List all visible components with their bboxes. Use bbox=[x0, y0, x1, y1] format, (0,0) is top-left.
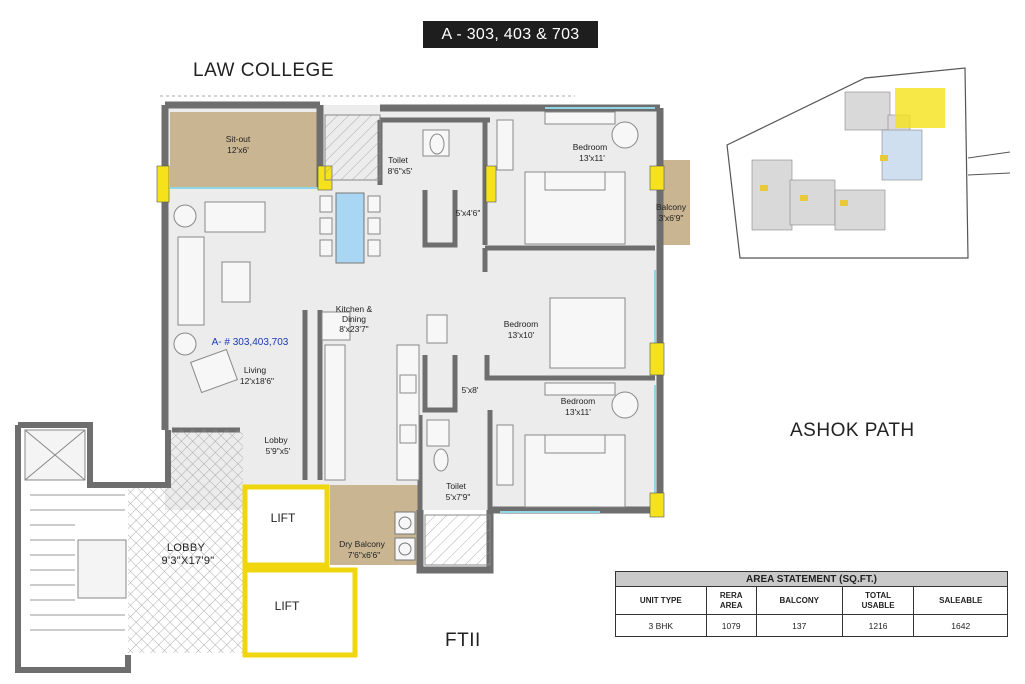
bedroom2-size: 13'x10' bbox=[508, 330, 535, 340]
bedroom3-label: Bedroom bbox=[561, 396, 596, 406]
beds bbox=[496, 111, 639, 508]
interior-walls bbox=[172, 117, 655, 510]
toilet-fixtures bbox=[324, 114, 491, 566]
bedroom1-size: 13'x11' bbox=[579, 153, 605, 163]
living-furniture bbox=[173, 201, 266, 394]
lift1-label: LIFT bbox=[271, 511, 296, 525]
table-row: 3 BHK 1079 137 1216 1642 bbox=[615, 614, 1008, 637]
kitchen-size: 8'x23'7" bbox=[339, 324, 368, 334]
road-label-south: FTII bbox=[445, 630, 481, 651]
toilet1-label: Toilet bbox=[388, 155, 408, 165]
dining-table bbox=[319, 192, 381, 264]
lift2-label: LIFT bbox=[275, 599, 300, 613]
structural-columns bbox=[156, 165, 665, 518]
col-unit-type: UNIT TYPE bbox=[615, 586, 707, 615]
toilet1-size: 8'6"x5' bbox=[388, 166, 413, 176]
kitchen-label: Kitchen & bbox=[336, 304, 373, 314]
windows bbox=[170, 107, 656, 513]
balcony-label: Balcony bbox=[656, 202, 687, 212]
lobby-small-label: Lobby bbox=[264, 435, 288, 445]
passage2-size: 5'x8' bbox=[462, 385, 479, 395]
lobby-small-size: 5'9"x5' bbox=[266, 446, 291, 456]
col-saleable: SALEABLE bbox=[913, 586, 1008, 615]
road-label-east: ASHOK PATH bbox=[790, 420, 915, 441]
col-balcony: BALCONY bbox=[755, 586, 843, 615]
plan-title: A - 303, 403 & 703 bbox=[423, 21, 598, 48]
balcony-size: 3'x6'9" bbox=[659, 213, 684, 223]
common-lobby bbox=[15, 422, 243, 673]
cell-saleable: 1642 bbox=[913, 614, 1008, 637]
sitout-label: Sit-out bbox=[226, 134, 251, 144]
dry-balcony-size: 7'6"x6'6" bbox=[348, 550, 380, 560]
unit-number-label: A- # 303,403,703 bbox=[212, 337, 289, 348]
dry-balcony-label: Dry Balcony bbox=[339, 539, 386, 549]
area-statement-heading: AREA STATEMENT (SQ.FT.) bbox=[615, 571, 1008, 587]
bedroom3-size: 13'x11' bbox=[565, 407, 591, 417]
cell-rera: 1079 bbox=[705, 614, 757, 637]
toilet2-label: Toilet bbox=[446, 481, 466, 491]
main-lobby-size: 9'3"X17'9" bbox=[162, 555, 215, 567]
cell-total-usable: 1216 bbox=[841, 614, 915, 637]
washing-machines bbox=[394, 511, 416, 561]
main-lobby-label: LOBBY bbox=[167, 542, 206, 554]
bedroom2-label: Bedroom bbox=[504, 319, 539, 329]
passage1-size: 5'x4'6" bbox=[456, 208, 481, 218]
road-label-north: LAW COLLEGE bbox=[193, 60, 335, 81]
room-labels: Sit-out 12'x6' Toilet 8'6"x5' Bedroom 13… bbox=[162, 134, 687, 613]
lift-shafts bbox=[242, 484, 358, 658]
sitout-area bbox=[170, 112, 322, 187]
sitout-size: 12'x6' bbox=[227, 145, 249, 155]
living-label: Living bbox=[244, 365, 266, 375]
cell-balcony: 137 bbox=[755, 614, 843, 637]
kitchen-counters bbox=[321, 311, 448, 481]
key-plan bbox=[726, 67, 1011, 259]
bedroom1-label: Bedroom bbox=[573, 142, 608, 152]
living-size: 12'x18'6" bbox=[240, 376, 274, 386]
toilet2-size: 5'x7'9" bbox=[446, 492, 471, 502]
kitchen-label-2: Dining bbox=[342, 314, 366, 324]
cell-unit-type: 3 BHK bbox=[615, 614, 707, 637]
